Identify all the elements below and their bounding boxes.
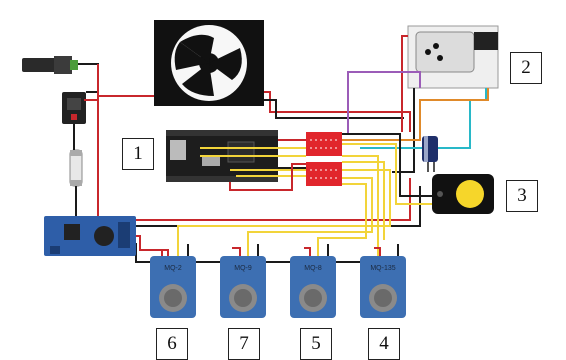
sensor-label-mq8: MQ-8	[304, 265, 322, 272]
label-1-microcontroller: 1	[122, 138, 154, 170]
label-5-mq8: 5	[300, 328, 332, 360]
dust-sensor	[407, 25, 499, 89]
power-switch	[62, 92, 86, 124]
sensor-label-mq9: MQ-9	[234, 265, 252, 272]
label-7-mq9: 7	[228, 328, 260, 360]
gas-sensor-mq2: MQ-2	[150, 256, 196, 318]
label-3-buzzer: 3	[506, 180, 538, 212]
gas-sensor-mq135: MQ-135	[360, 256, 406, 318]
buzzer-module	[432, 174, 494, 214]
label-6-mq2: 6	[156, 328, 188, 360]
label-4-mq135: 4	[368, 328, 400, 360]
label-2-dust-sensor: 2	[510, 52, 542, 84]
gas-sensor-mq9: MQ-9	[220, 256, 266, 318]
capacitor	[422, 136, 438, 172]
fuse	[69, 149, 83, 187]
buck-converter	[44, 216, 136, 256]
sensor-label-mq135: MQ-135	[370, 265, 395, 272]
level-shifter-modules	[306, 132, 342, 186]
cooling-fan	[154, 20, 264, 106]
gas-sensor-mq8: MQ-8	[290, 256, 336, 318]
sensor-label-mq2: MQ-2	[164, 265, 182, 272]
dc-power-jack	[22, 56, 78, 74]
